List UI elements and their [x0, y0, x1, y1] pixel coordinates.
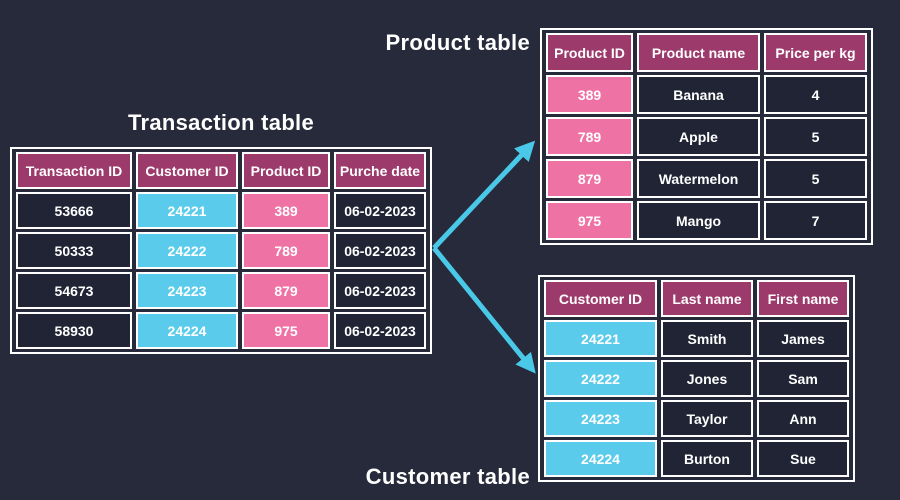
purchase-date-cell: 06-02-2023	[334, 232, 426, 269]
product-name-cell: Apple	[637, 117, 760, 156]
purchase-date-cell: 06-02-2023	[334, 312, 426, 349]
product-table: Product ID Product name Price per kg 389…	[540, 28, 873, 245]
transaction-header-row: Transaction ID Customer ID Product ID Pu…	[16, 152, 426, 189]
price-cell: 4	[764, 75, 867, 114]
customer-id-cell: 24224	[136, 312, 238, 349]
product-name-cell: Mango	[637, 201, 760, 240]
transaction-row: 50333 24222 789 06-02-2023	[16, 232, 426, 269]
customer-id-cell: 24222	[544, 360, 657, 397]
arrow-to-product-table	[432, 140, 536, 250]
price-cell: 7	[764, 201, 867, 240]
last-name-cell: Jones	[661, 360, 753, 397]
transaction-table-title: Transaction table	[127, 110, 315, 135]
column-header-customer-id: Customer ID	[544, 280, 657, 317]
price-cell: 5	[764, 117, 867, 156]
arrow-to-customer-table	[432, 246, 536, 374]
column-header-product-name: Product name	[637, 33, 760, 72]
transaction-row: 58930 24224 975 06-02-2023	[16, 312, 426, 349]
product-name-cell: Banana	[637, 75, 760, 114]
transaction-row: 53666 24221 389 06-02-2023	[16, 192, 426, 229]
customer-row: 24223 Taylor Ann	[544, 400, 849, 437]
customer-row: 24222 Jones Sam	[544, 360, 849, 397]
customer-id-cell: 24222	[136, 232, 238, 269]
transaction-id-cell: 53666	[16, 192, 132, 229]
price-cell: 5	[764, 159, 867, 198]
column-header-price-per-kg: Price per kg	[764, 33, 867, 72]
transaction-id-cell: 54673	[16, 272, 132, 309]
first-name-cell: Ann	[757, 400, 849, 437]
product-id-cell: 975	[242, 312, 330, 349]
purchase-date-cell: 06-02-2023	[334, 272, 426, 309]
product-id-cell: 975	[546, 201, 633, 240]
column-header-transaction-id: Transaction ID	[16, 152, 132, 189]
customer-header-row: Customer ID Last name First name	[544, 280, 849, 317]
column-header-product-id: Product ID	[546, 33, 633, 72]
first-name-cell: James	[757, 320, 849, 357]
product-name-cell: Watermelon	[637, 159, 760, 198]
column-header-purchase-date: Purche date	[334, 152, 426, 189]
product-id-cell: 389	[242, 192, 330, 229]
customer-id-cell: 24221	[136, 192, 238, 229]
product-row: 389 Banana 4	[546, 75, 867, 114]
first-name-cell: Sam	[757, 360, 849, 397]
customer-id-cell: 24223	[136, 272, 238, 309]
product-row: 879 Watermelon 5	[546, 159, 867, 198]
customer-id-cell: 24221	[544, 320, 657, 357]
product-header-row: Product ID Product name Price per kg	[546, 33, 867, 72]
transaction-table: Transaction ID Customer ID Product ID Pu…	[10, 147, 432, 354]
product-row: 975 Mango 7	[546, 201, 867, 240]
customer-id-cell: 24223	[544, 400, 657, 437]
customer-row: 24224 Burton Sue	[544, 440, 849, 477]
customer-row: 24221 Smith James	[544, 320, 849, 357]
last-name-cell: Taylor	[661, 400, 753, 437]
customer-table-title: Customer table	[365, 464, 530, 489]
first-name-cell: Sue	[757, 440, 849, 477]
column-header-first-name: First name	[757, 280, 849, 317]
product-id-cell: 789	[242, 232, 330, 269]
product-id-cell: 789	[546, 117, 633, 156]
column-header-product-id: Product ID	[242, 152, 330, 189]
last-name-cell: Smith	[661, 320, 753, 357]
column-header-last-name: Last name	[661, 280, 753, 317]
product-id-cell: 879	[546, 159, 633, 198]
product-id-cell: 389	[546, 75, 633, 114]
transaction-id-cell: 50333	[16, 232, 132, 269]
customer-table: Customer ID Last name First name 24221 S…	[538, 275, 855, 482]
purchase-date-cell: 06-02-2023	[334, 192, 426, 229]
last-name-cell: Burton	[661, 440, 753, 477]
transaction-row: 54673 24223 879 06-02-2023	[16, 272, 426, 309]
product-id-cell: 879	[242, 272, 330, 309]
column-header-customer-id: Customer ID	[136, 152, 238, 189]
product-table-title: Product table	[385, 30, 530, 55]
customer-id-cell: 24224	[544, 440, 657, 477]
product-row: 789 Apple 5	[546, 117, 867, 156]
transaction-id-cell: 58930	[16, 312, 132, 349]
